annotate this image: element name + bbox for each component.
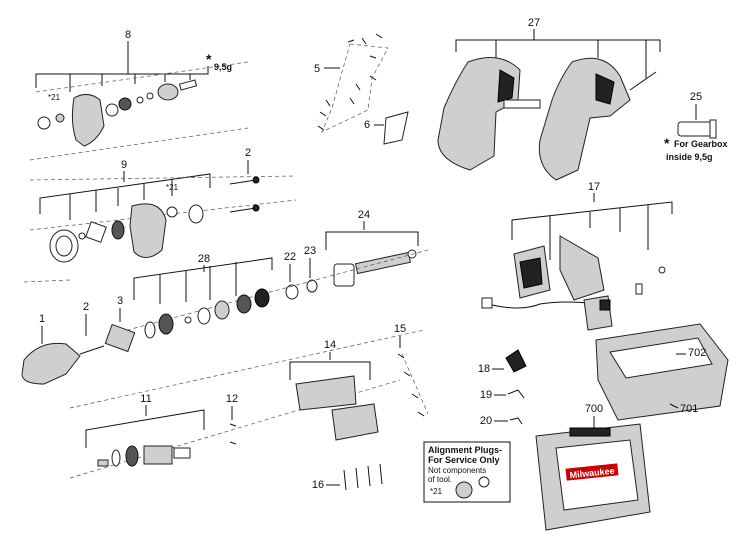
- housing-right-half: [538, 57, 631, 181]
- bracket-8: [35, 66, 209, 83]
- ring-22: [285, 284, 299, 300]
- callout-27: 27: [528, 17, 540, 29]
- spring-19: [507, 389, 525, 399]
- case-brand-badge: [565, 463, 619, 481]
- group-17: 17: [481, 181, 673, 331]
- ring-23: [306, 279, 318, 293]
- callout-23: 23: [304, 245, 316, 257]
- bearing: [118, 97, 132, 111]
- callout-25: 25: [690, 91, 702, 103]
- group-18-19-20: 18 19 20: [478, 349, 527, 427]
- note-star21-a: *21: [48, 93, 61, 102]
- o-ring-9: [188, 204, 204, 224]
- group-16: 16: [312, 463, 383, 491]
- callout-2-upper: 2: [245, 147, 251, 159]
- group-28: 28: [119, 249, 429, 339]
- gear-28: [158, 313, 174, 335]
- callout-19: 19: [480, 389, 492, 401]
- motor-armature: [143, 445, 173, 465]
- callout-14: 14: [324, 339, 336, 351]
- trigger-18: [505, 349, 527, 373]
- group-24: 24: [325, 209, 419, 287]
- group-22-23: 22 23: [284, 245, 318, 300]
- gear-housing: [71, 94, 105, 147]
- shaft: [178, 79, 198, 91]
- alignment-plug: [455, 481, 473, 499]
- callout-9: 9: [121, 159, 127, 171]
- grease-tube: [677, 121, 715, 137]
- bearing-9: [111, 220, 125, 240]
- alignment-line4: of tool.: [428, 475, 452, 484]
- callout-15: 15: [394, 323, 406, 335]
- note-star21-c: *21: [430, 487, 443, 496]
- callout-3: 3: [117, 295, 123, 307]
- alignment-line1: Alignment Plugs-: [428, 445, 502, 455]
- group-5-6: 5 6: [314, 33, 409, 145]
- group-9: 9 *21: [23, 159, 297, 283]
- plate-3: [104, 323, 136, 353]
- alignment-plugs-box: Alignment Plugs- For Service Only Not co…: [423, 441, 511, 503]
- callout-24: 24: [358, 209, 370, 221]
- gearbox-line1: For Gearbox: [674, 139, 728, 149]
- callout-22: 22: [284, 251, 296, 263]
- callout-16: 16: [312, 479, 324, 491]
- callout-11: 11: [140, 393, 151, 405]
- callout-1: 1: [39, 313, 45, 325]
- callout-2-lower: 2: [83, 301, 89, 313]
- grease-star: *: [206, 51, 212, 67]
- plug: [55, 113, 65, 123]
- alignment-line2: For Service Only: [428, 455, 500, 465]
- callout-5: 5: [314, 63, 320, 75]
- group-15: 15: [394, 323, 429, 417]
- group-8: 8 *21 * 9,5g: [29, 29, 249, 161]
- screws-5: [317, 33, 383, 131]
- callout-28: 28: [198, 253, 210, 265]
- shoe-1: [21, 342, 81, 385]
- group-700: 700 Milwaukee: [535, 403, 651, 531]
- group-12: 12: [226, 393, 238, 445]
- motor-fan: [125, 445, 139, 467]
- group-701-702: 702 701: [595, 323, 729, 421]
- wiring-harness: [559, 235, 605, 301]
- label-6: [383, 111, 409, 145]
- plunger-bearing: [333, 263, 355, 287]
- group-14: 14: [289, 339, 379, 441]
- gearbox-star: *: [664, 135, 670, 151]
- switch-lower: [331, 403, 379, 441]
- callout-6: 6: [364, 119, 370, 131]
- group-25: 25 * For Gearbox inside 9,5g: [664, 91, 728, 162]
- group-2-upper: 2: [229, 147, 260, 213]
- gearbox-line2: inside 9,5g: [666, 152, 713, 162]
- callout-701: 701: [680, 403, 698, 415]
- gear-housing-9: [129, 203, 167, 258]
- washer: [105, 103, 119, 117]
- plunger: [354, 251, 412, 275]
- plate: [85, 221, 107, 243]
- o-ring: [37, 116, 51, 130]
- group-11: 11: [69, 329, 425, 479]
- callout-17: 17: [588, 181, 600, 193]
- callout-20: 20: [480, 415, 492, 427]
- group-1-2-3: 1 2 3: [21, 295, 136, 385]
- callout-12: 12: [226, 393, 238, 405]
- clip-20: [509, 417, 523, 425]
- note-star21-b: *21: [166, 183, 179, 192]
- grease-weight: 9,5g: [214, 62, 232, 72]
- switch-body: [295, 375, 357, 411]
- alignment-line3: Not components: [428, 466, 486, 475]
- callout-8: 8: [125, 29, 131, 41]
- case-brand: Milwaukee: [569, 466, 615, 481]
- housing-tab: [503, 99, 541, 109]
- callout-700: 700: [585, 403, 603, 415]
- callout-18: 18: [478, 363, 490, 375]
- gear: [157, 83, 179, 101]
- callout-702: 702: [688, 347, 706, 359]
- pin: [136, 96, 144, 104]
- group-27: 27: [437, 17, 661, 181]
